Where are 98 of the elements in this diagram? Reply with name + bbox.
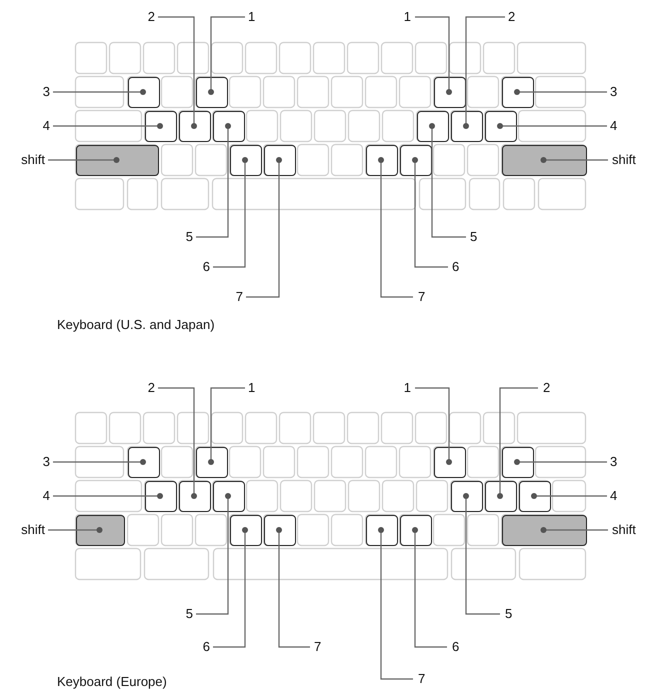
highlighted-key bbox=[400, 514, 432, 546]
leader-line bbox=[53, 123, 163, 129]
callout-number: 4 bbox=[42, 118, 50, 132]
leader-line bbox=[429, 123, 466, 238]
highlighted-key bbox=[502, 514, 586, 546]
callout-number: 1 bbox=[404, 380, 411, 395]
leader-line bbox=[213, 527, 248, 648]
callout-number: 4 bbox=[42, 488, 50, 502]
callout-number: 4 bbox=[610, 488, 618, 502]
leader-line bbox=[463, 493, 500, 615]
leader-line bbox=[497, 387, 538, 499]
caption: Keyboard (U.S. and Japan) bbox=[57, 317, 215, 332]
callout-number: 1 bbox=[248, 380, 256, 395]
highlighted-key bbox=[196, 446, 228, 478]
leader-line bbox=[196, 123, 231, 238]
highlighted-key bbox=[230, 514, 262, 546]
highlighted-key bbox=[128, 76, 160, 108]
callout-number: 2 bbox=[543, 380, 550, 395]
leader-line bbox=[208, 16, 245, 95]
highlighted-key bbox=[76, 514, 124, 546]
highlighted-key bbox=[502, 144, 586, 176]
callout-number: 2 bbox=[148, 9, 155, 24]
highlighted-key bbox=[264, 514, 296, 546]
callout-number: 6 bbox=[452, 259, 460, 274]
highlighted-key bbox=[212, 110, 244, 142]
callout-label: shift bbox=[612, 522, 636, 536]
callout-number: 3 bbox=[42, 454, 50, 468]
leader-line bbox=[53, 459, 146, 465]
callout-number: 1 bbox=[248, 9, 256, 24]
callout-number: 6 bbox=[202, 639, 210, 654]
leader-line bbox=[540, 527, 608, 533]
callout-number: 7 bbox=[236, 289, 243, 304]
highlighted-key bbox=[484, 110, 516, 142]
leader-line bbox=[463, 16, 505, 129]
leader-line bbox=[53, 89, 146, 95]
highlighted-key bbox=[366, 144, 398, 176]
leader-line bbox=[53, 493, 163, 499]
leader-line bbox=[415, 387, 452, 465]
leader-line bbox=[378, 527, 413, 680]
callout-label: shift bbox=[612, 152, 636, 166]
callout-number: 6 bbox=[202, 259, 210, 274]
leader-line bbox=[514, 89, 607, 95]
callout-number: 2 bbox=[508, 9, 516, 24]
leader-line bbox=[514, 459, 607, 465]
highlighted-key bbox=[76, 144, 158, 176]
callout-number: 6 bbox=[452, 639, 460, 654]
callout-number: 1 bbox=[404, 9, 411, 24]
callout-number: 3 bbox=[42, 84, 50, 98]
leader-line bbox=[48, 527, 102, 533]
highlighted-key bbox=[434, 76, 466, 108]
callout-number: 7 bbox=[418, 671, 426, 686]
leader-line bbox=[158, 387, 197, 499]
highlighted-key bbox=[502, 446, 534, 478]
leader-line bbox=[158, 16, 197, 129]
highlighted-key bbox=[416, 110, 448, 142]
leader-line bbox=[412, 157, 448, 268]
leader-line bbox=[415, 16, 452, 95]
highlighted-key bbox=[144, 110, 176, 142]
highlighted-key bbox=[450, 480, 482, 512]
highlighted-key bbox=[264, 144, 296, 176]
leader-line bbox=[531, 493, 607, 499]
callout-number: 5 bbox=[470, 229, 478, 244]
callout-number: 4 bbox=[610, 118, 618, 132]
highlighted-key bbox=[484, 480, 516, 512]
highlighted-key bbox=[434, 446, 466, 478]
highlighted-key bbox=[502, 76, 534, 108]
leader-line bbox=[378, 157, 413, 298]
callout-number: 3 bbox=[610, 84, 618, 98]
highlighted-key bbox=[366, 514, 398, 546]
leader-line bbox=[196, 493, 231, 615]
leader-line bbox=[246, 157, 282, 298]
highlighted-key bbox=[400, 144, 432, 176]
callout-number: 3 bbox=[610, 454, 618, 468]
callout-label: shift bbox=[21, 152, 45, 166]
callout-label: shift bbox=[21, 522, 45, 536]
callout-number: 5 bbox=[186, 606, 193, 621]
highlighted-key bbox=[178, 110, 210, 142]
leader-line bbox=[213, 157, 248, 268]
highlighted-key bbox=[144, 480, 176, 512]
caption: Keyboard (Europe) bbox=[57, 674, 167, 689]
callout-number: 7 bbox=[314, 639, 322, 654]
callout-number: 2 bbox=[148, 380, 155, 395]
leader-line bbox=[412, 527, 447, 648]
highlighted-key bbox=[212, 480, 244, 512]
leader-line bbox=[497, 123, 607, 129]
callout-number: 5 bbox=[505, 606, 512, 621]
callout-number: 5 bbox=[186, 229, 193, 244]
leader-line bbox=[276, 527, 310, 648]
callout-number: 7 bbox=[418, 289, 426, 304]
highlighted-key bbox=[230, 144, 262, 176]
leader-line bbox=[540, 157, 608, 163]
highlighted-key bbox=[178, 480, 210, 512]
highlighted-key bbox=[450, 110, 482, 142]
highlighted-key bbox=[196, 76, 228, 108]
highlighted-key bbox=[128, 446, 160, 478]
highlighted-key bbox=[518, 480, 550, 512]
leader-line bbox=[208, 387, 245, 465]
leader-line bbox=[48, 157, 120, 163]
